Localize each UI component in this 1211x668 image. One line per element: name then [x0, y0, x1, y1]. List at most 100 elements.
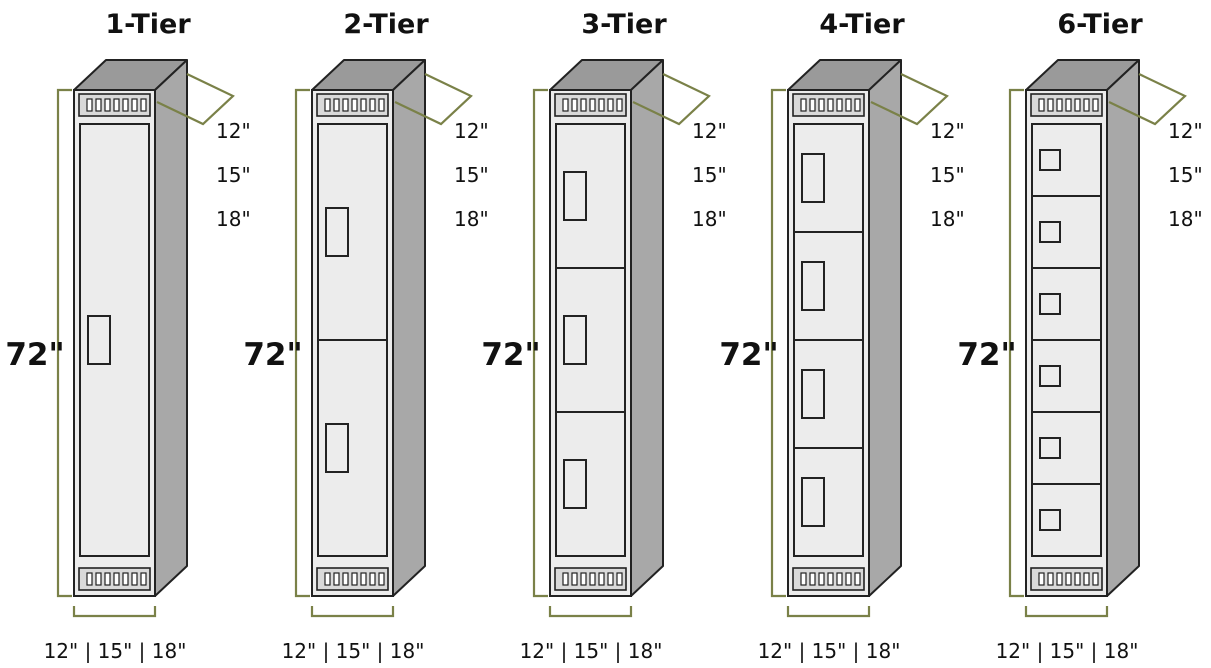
- vent-slot: [598, 572, 605, 586]
- locker-4-tier: 4-Tier 72" 12" 15" 18" 12" | 15" | 18": [719, 9, 964, 663]
- tier-title: 4-Tier: [819, 9, 905, 40]
- vent-slot: [113, 98, 120, 112]
- vent-slot: [333, 572, 340, 586]
- vent-slot: [580, 98, 587, 112]
- vent-slot: [1065, 98, 1072, 112]
- vent-slot: [1092, 98, 1099, 112]
- vent-slot: [809, 572, 816, 586]
- tier-title: 3-Tier: [581, 9, 667, 40]
- vent-slot: [86, 572, 93, 586]
- height-bracket: [294, 88, 310, 598]
- width-label: 12" | 15" | 18": [996, 639, 1139, 663]
- depth-bracket: [870, 73, 949, 126]
- vent-slot: [800, 572, 807, 586]
- depth-label-18: 18": [1168, 207, 1203, 231]
- vent-slot: [1092, 572, 1099, 586]
- door-handle: [1039, 437, 1061, 459]
- height-label: 72": [481, 337, 540, 373]
- vent-slot: [1074, 98, 1081, 112]
- depth-label-15: 15": [216, 163, 251, 187]
- depth-bracket: [1108, 73, 1187, 126]
- vent-slot: [854, 98, 861, 112]
- locker-3-tier: 3-Tier 72" 12" 15" 18" 12" | 15" | 18": [481, 9, 726, 663]
- width-bracket: [72, 606, 157, 618]
- vent-slot: [1038, 98, 1045, 112]
- door-handle: [325, 207, 349, 257]
- door-handle: [801, 153, 825, 203]
- depth-label-12: 12": [454, 119, 489, 143]
- width-label: 12" | 15" | 18": [282, 639, 425, 663]
- height-label: 72": [243, 337, 302, 373]
- depth-label-15: 15": [692, 163, 727, 187]
- vent-slot: [351, 572, 358, 586]
- vent-slot: [140, 572, 147, 586]
- vent-slot: [845, 572, 852, 586]
- vent-slot: [1047, 98, 1054, 112]
- door-handle: [563, 171, 587, 221]
- vent-slot: [598, 98, 605, 112]
- vent-slot: [854, 572, 861, 586]
- depth-bracket: [156, 73, 235, 126]
- width-bracket: [548, 606, 633, 618]
- depth-bracket: [632, 73, 711, 126]
- vent-slot: [1083, 98, 1090, 112]
- vent-slot: [616, 572, 623, 586]
- vent-slot: [589, 98, 596, 112]
- vent-slot: [378, 572, 385, 586]
- vent-slot: [845, 98, 852, 112]
- vent-slot: [1083, 572, 1090, 586]
- vent-slot: [333, 98, 340, 112]
- door-handle: [563, 459, 587, 509]
- vent-slot: [1065, 572, 1072, 586]
- vent-slot: [86, 98, 93, 112]
- vent-slot: [827, 572, 834, 586]
- locker-drawing: [770, 59, 949, 618]
- depth-bracket: [394, 73, 473, 126]
- depth-label-15: 15": [930, 163, 965, 187]
- vent-slot: [571, 572, 578, 586]
- vent-slot: [104, 572, 111, 586]
- vent-slot: [122, 98, 129, 112]
- vent-slot: [113, 572, 120, 586]
- vent-slot: [104, 98, 111, 112]
- vent-slot: [342, 572, 349, 586]
- height-label: 72": [719, 337, 778, 373]
- height-label: 72": [957, 337, 1016, 373]
- width-bracket: [1024, 606, 1109, 618]
- depth-label-18: 18": [692, 207, 727, 231]
- vent-slot: [1047, 572, 1054, 586]
- door-handle: [325, 423, 349, 473]
- depth-label-15: 15": [454, 163, 489, 187]
- locker-side: [868, 59, 902, 597]
- height-bracket: [770, 88, 786, 598]
- depth-label-12: 12": [692, 119, 727, 143]
- vent-slot: [342, 98, 349, 112]
- door-handle: [1039, 149, 1061, 171]
- locker-6-tier: 6-Tier 72" 12" 15" 18" 12" | 15" | 18": [957, 9, 1202, 663]
- vent-slot: [580, 572, 587, 586]
- door-handle: [563, 315, 587, 365]
- vent-slot: [1074, 572, 1081, 586]
- width-bracket: [786, 606, 871, 618]
- vent-slot: [324, 572, 331, 586]
- height-label: 72": [5, 337, 64, 373]
- locker-drawing: [294, 59, 473, 618]
- locker-drawing: [532, 59, 711, 618]
- height-bracket: [56, 88, 72, 598]
- vent-slot: [1056, 572, 1063, 586]
- vent-slot: [122, 572, 129, 586]
- width-label: 12" | 15" | 18": [44, 639, 187, 663]
- depth-label-18: 18": [454, 207, 489, 231]
- locker-side: [630, 59, 664, 597]
- door-handle: [1039, 221, 1061, 243]
- vent-slot: [562, 572, 569, 586]
- door-handle: [87, 315, 111, 365]
- locker-drawing: [56, 59, 235, 618]
- door-handle: [801, 261, 825, 311]
- vent-slot: [369, 572, 376, 586]
- locker-drawing: [1008, 59, 1187, 618]
- vent-slot: [607, 98, 614, 112]
- width-label: 12" | 15" | 18": [520, 639, 663, 663]
- vent-slot: [836, 98, 843, 112]
